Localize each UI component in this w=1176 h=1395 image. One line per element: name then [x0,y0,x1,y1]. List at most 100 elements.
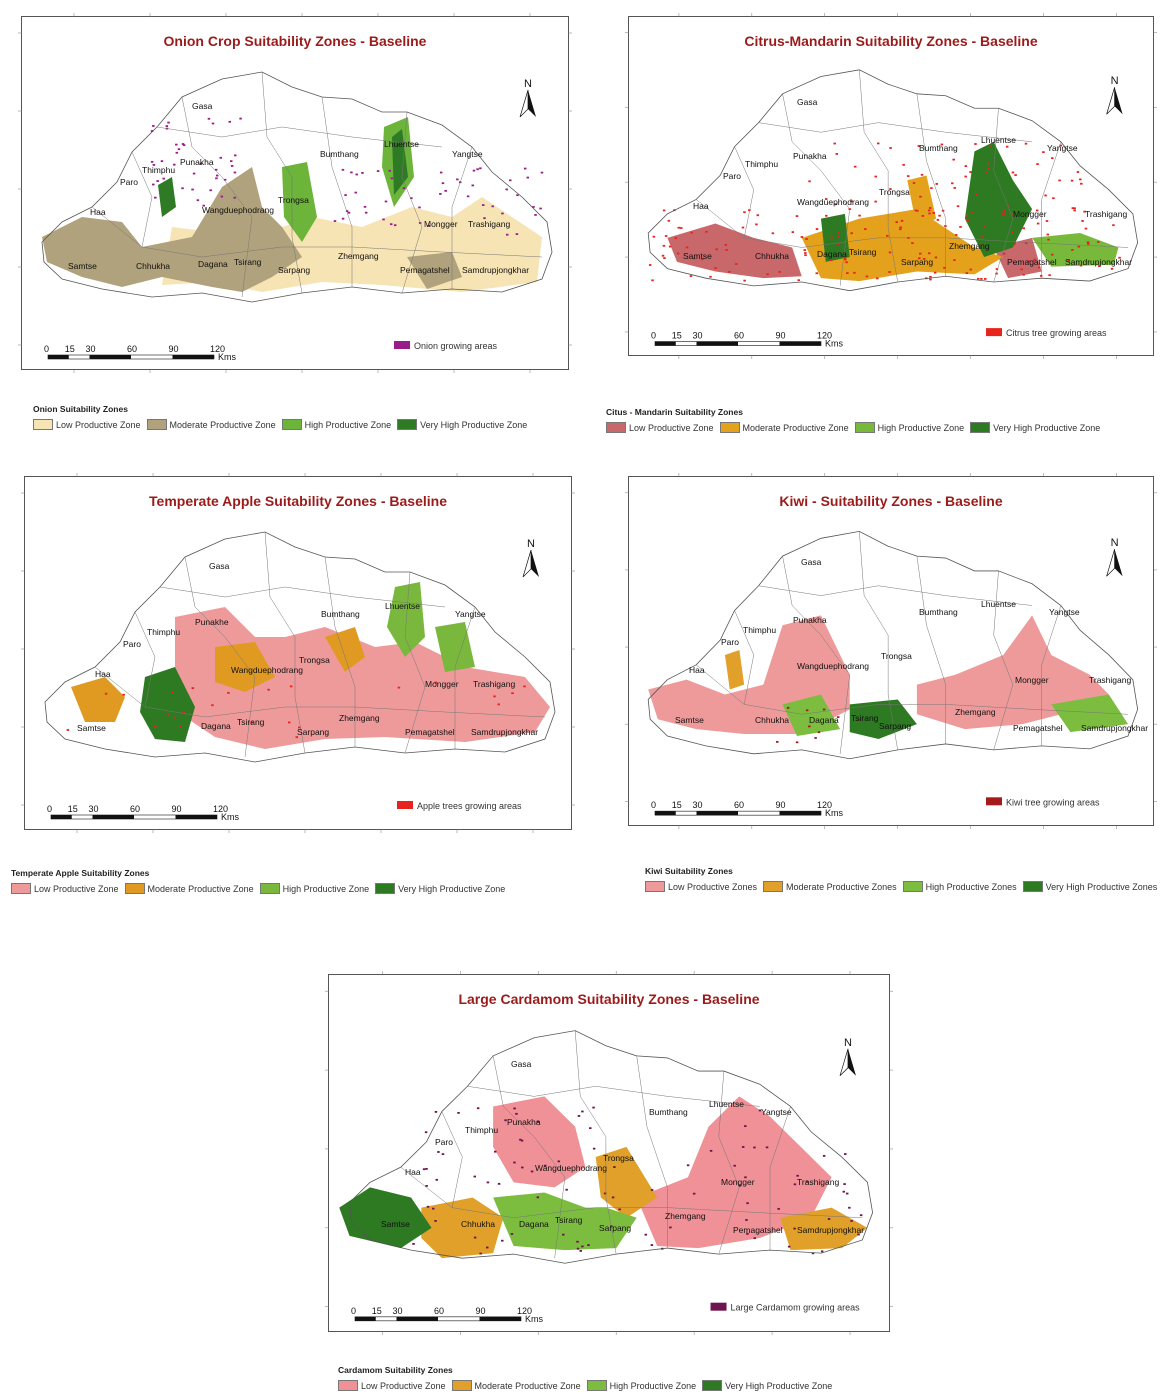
growing-area-mark [1020,268,1023,271]
district-label: Gasa [801,557,822,567]
legend-label: Moderate Productive Zone [147,883,254,894]
growing-area-mark [914,209,918,212]
growing-area-mark [181,187,184,190]
district-label: Trashigang [473,679,515,689]
map-frame: Citrus-Mandarin Suitability Zones - Base… [625,13,1157,359]
suitability-zones [339,1096,868,1259]
north-label: N [1111,537,1119,549]
growing-area-mark [539,207,542,210]
growing-area-mark [376,170,380,172]
coordinate-ticks [625,13,1157,359]
zone-area [820,213,850,262]
growing-area-mark [1073,207,1076,210]
growing-area-mark [536,1120,539,1123]
growing-area-mark [743,279,746,282]
district-borders [91,71,543,298]
growing-area-mark [577,1115,581,1117]
growing-area-mark [493,1150,497,1153]
district-label: Gasa [511,1059,532,1069]
growing-area-mark [426,1205,430,1208]
district-label: Chhukha [136,261,170,271]
growing-area-mark [805,709,809,712]
growing-area-mark [1110,267,1114,270]
growing-area-mark [929,278,932,281]
growing-area-mark [160,160,164,163]
district-label: Haa [95,669,111,679]
district-label: Thimphu [147,627,180,637]
growing-area-mark [975,193,978,196]
growing-area-label: Kiwi tree growing areas [1006,797,1100,807]
growing-area-mark [959,225,962,228]
growing-area-mark [744,1176,747,1179]
growing-area-mark [692,257,696,260]
map-frame: Temperate Apple Suitability Zones - Base… [21,473,575,833]
growing-area-mark [843,1153,847,1155]
growing-area-mark [481,204,485,206]
growing-area-mark [520,1139,524,1142]
district-borders [696,69,1129,286]
growing-area-mark [733,1164,736,1167]
zone-area [140,667,195,742]
scale-number: 30 [693,800,703,810]
growing-area-mark [664,235,668,237]
growing-area-mark [786,706,790,709]
scale-bar-segment [655,341,676,346]
growing-area-mark [543,1164,547,1167]
district-label: Tsirang [851,713,879,723]
scale-number: 90 [776,331,786,341]
growing-area-mark [476,168,479,171]
growing-area-mark [738,1184,742,1187]
growing-area-mark [333,220,337,222]
growing-area-mark [287,721,291,724]
growing-area-mark [928,212,931,215]
growing-area-mark [889,147,892,149]
legend-title: Onion Suitability Zones [33,404,128,414]
growing-area-mark [354,191,357,194]
growing-area-mark [822,708,826,711]
growing-area-mark [793,1227,796,1230]
growing-area-mark [820,1250,824,1253]
growing-area-mark [1112,224,1115,227]
growing-area-mark [410,197,413,200]
growing-area-mark [686,1164,690,1167]
growing-area-mark [162,177,165,180]
growing-area-mark [822,1154,826,1157]
district-label: Thimphu [745,159,778,169]
legend-title: Temperate Apple Suitability Zones [11,868,150,878]
growing-area-mark [1067,260,1070,262]
growing-area-mark [987,162,990,165]
growing-area-mark [230,165,234,167]
growing-area-mark [211,122,215,125]
growing-area-mark [497,1182,501,1185]
district-border [264,531,306,754]
district-label: Tsirang [555,1215,583,1225]
growing-area-mark [223,178,227,181]
growing-area-mark [191,188,194,191]
scale-number: 15 [68,804,78,814]
growing-area-mark [811,1252,815,1255]
growing-area-mark [953,259,956,262]
growing-area-mark [382,218,385,221]
scale-bar-segment [696,811,738,816]
district-label: Dagana [201,721,231,731]
growing-area-mark [1007,204,1010,207]
growing-area-mark [390,177,394,180]
north-label: N [844,1037,852,1049]
growing-area-mark [674,237,678,240]
district-label: Samdrupjongkhar [462,265,529,275]
growing-area-mark [441,1153,445,1156]
growing-area-mark [295,736,299,739]
growing-area-mark [384,200,388,203]
district-border [574,1030,617,1255]
growing-area-mark [795,215,799,217]
legend-item: Low Productive Zone [11,883,119,894]
district-label: Paro [123,639,141,649]
growing-area-mark [874,200,877,203]
growing-area-mark [1035,209,1039,212]
legend-label: Moderate Productive Zones [786,881,897,892]
scale-number: 90 [476,1306,486,1316]
scale-number: 60 [734,800,744,810]
scale-number: 0 [651,800,656,810]
growing-area-mark [519,1138,522,1141]
